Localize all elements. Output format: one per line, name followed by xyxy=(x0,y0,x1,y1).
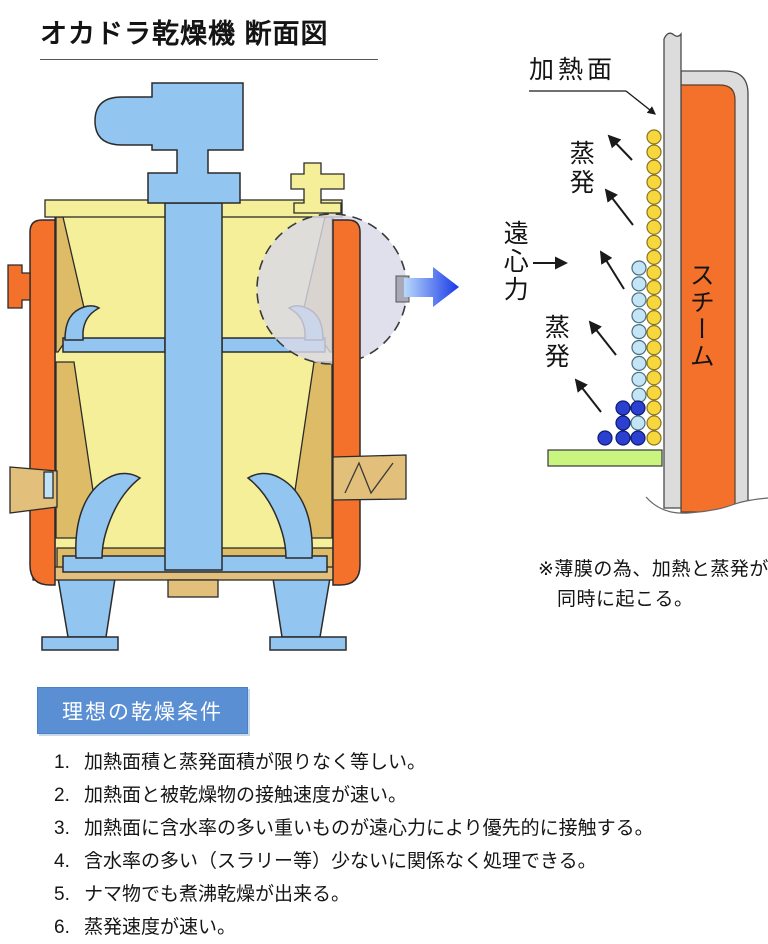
scraper-dome-blade-right xyxy=(246,472,313,559)
discharge-pipe-right xyxy=(332,454,407,501)
droplet xyxy=(646,249,662,265)
droplet xyxy=(646,204,662,220)
condition-text: 加熱面に含水率の多い重いものが遠心力により優先的に接触する。 xyxy=(84,818,654,839)
scraper-dome-blade-left xyxy=(75,472,142,559)
jacket-inlet-stub xyxy=(7,264,31,309)
droplet xyxy=(646,385,662,401)
droplet xyxy=(631,324,647,340)
droplet xyxy=(631,260,647,276)
droplet xyxy=(630,400,646,416)
condition-text: 加熱面と被乾燥物の接触速度が速い。 xyxy=(84,785,408,806)
steam-label: スチーム xyxy=(686,262,715,370)
droplet xyxy=(631,387,647,403)
condition-number: 1. xyxy=(54,752,70,773)
break-line xyxy=(645,496,768,514)
condition-text: 含水率の多い（スラリー等）少ないに関係なく処理できる。 xyxy=(84,851,597,872)
droplet xyxy=(646,370,662,386)
condition-number: 6. xyxy=(54,917,70,938)
leg-right xyxy=(271,571,332,638)
droplet xyxy=(631,308,647,324)
conditions-heading: 理想の乾燥条件 xyxy=(37,687,248,734)
evaporation-label-upper: 蒸発 xyxy=(566,140,595,198)
condition-item: 6. 蒸発速度が速い。 xyxy=(40,911,766,944)
evaporation-arrow-1 xyxy=(607,134,633,161)
droplet xyxy=(646,159,662,175)
note-line-1: ※薄膜の為、加熱と蒸発が xyxy=(538,559,768,580)
conditions-list: 1. 加熱面積と蒸発面積が限りなく等しい。 2. 加熱面と被乾燥物の接触速度が速い。 3… xyxy=(40,746,766,944)
droplet xyxy=(646,129,662,145)
droplet xyxy=(615,400,631,416)
droplet xyxy=(631,292,647,308)
condition-number: 4. xyxy=(54,851,70,872)
scraper-hook-left xyxy=(64,305,101,341)
agitator-shaft xyxy=(164,202,223,571)
heating-jacket-right xyxy=(332,219,361,586)
droplet xyxy=(646,340,662,356)
zoom-arrow xyxy=(404,267,459,307)
droplet xyxy=(646,325,662,341)
condition-item: 2. 加熱面と被乾燥物の接触速度が速い。 xyxy=(40,779,766,812)
droplet xyxy=(615,415,631,431)
droplet xyxy=(630,430,646,446)
thin-film-detail-diagram xyxy=(529,32,768,534)
pipe-break-symbol xyxy=(344,461,394,495)
foot-left xyxy=(41,636,119,651)
heating-surface-leader-arrow xyxy=(625,90,656,115)
condition-item: 1. 加熱面積と蒸発面積が限りなく等しい。 xyxy=(40,746,766,779)
heating-surface-label: 加熱面 xyxy=(529,56,617,84)
droplet xyxy=(631,339,647,356)
condition-text: ナマ物でも煮沸乾燥が出来る。 xyxy=(84,884,351,905)
condition-item: 3. 加熱面に含水率の多い重いものが遠心力により優先的に接触する。 xyxy=(40,812,766,845)
heating-jacket-left xyxy=(29,219,56,586)
page-title: オカドラ乾燥機 断面図 xyxy=(40,12,378,60)
evaporation-arrow-2 xyxy=(604,188,634,226)
droplet xyxy=(646,294,662,311)
base-plate-notch xyxy=(167,579,219,598)
product-platform xyxy=(547,449,663,467)
evaporation-arrow-3 xyxy=(599,250,625,290)
condition-text: 加熱面積と蒸発面積が限りなく等しい。 xyxy=(84,752,427,773)
droplet xyxy=(646,415,662,431)
droplet xyxy=(646,400,662,416)
droplet xyxy=(597,430,613,446)
centrifugal-force-label: 遠心力 xyxy=(500,220,529,304)
droplet xyxy=(646,234,662,250)
droplet xyxy=(646,355,662,371)
condition-item: 4. 含水率の多い（スラリー等）少ないに関係なく処理できる。 xyxy=(40,845,766,878)
evaporation-label-lower: 蒸発 xyxy=(541,314,570,372)
droplet xyxy=(646,144,662,160)
break-mask xyxy=(646,497,768,534)
droplet xyxy=(646,430,662,446)
drive-motor xyxy=(94,82,244,204)
top-nozzle xyxy=(290,162,345,214)
dryer-cross-section-diagram xyxy=(7,82,459,651)
heating-wall-plate xyxy=(663,32,682,509)
condition-number: 3. xyxy=(54,818,70,839)
droplet-circles xyxy=(597,129,662,446)
foot-right xyxy=(269,636,347,651)
valve-gate xyxy=(43,471,54,499)
droplet xyxy=(615,430,631,446)
condition-text: 蒸発速度が速い。 xyxy=(84,917,237,938)
evaporation-arrow-5 xyxy=(574,378,602,413)
droplet xyxy=(630,415,646,431)
condition-number: 5. xyxy=(54,884,70,905)
evaporation-arrow-4 xyxy=(588,320,617,356)
droplet xyxy=(646,189,662,205)
leg-left xyxy=(56,571,117,638)
droplet xyxy=(646,310,662,326)
note-line-2: 同時に起こる。 xyxy=(557,589,694,610)
droplet xyxy=(631,355,647,371)
annotation-arrows xyxy=(529,90,656,413)
droplet xyxy=(646,219,662,235)
steam-chamber xyxy=(680,84,736,513)
condition-item: 5. ナマ物でも煮沸乾燥が出来る。 xyxy=(40,878,766,911)
droplet xyxy=(646,174,662,190)
droplet xyxy=(631,371,647,387)
droplet xyxy=(646,264,662,281)
condition-number: 2. xyxy=(54,785,70,806)
droplet xyxy=(646,279,662,296)
droplet xyxy=(631,276,647,292)
magnifier-circle xyxy=(256,213,408,365)
